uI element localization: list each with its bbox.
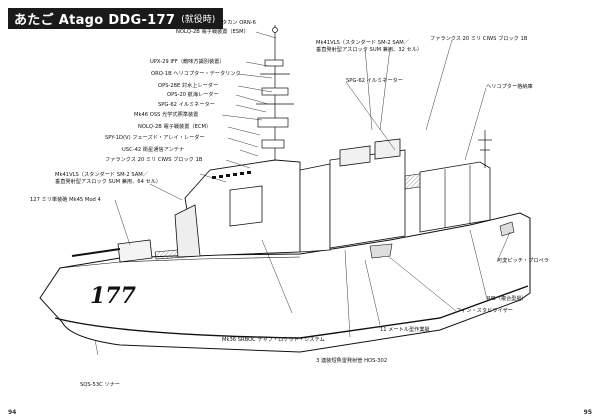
- label-orq1b: ORQ-1B ヘリコプター・データリンク: [151, 71, 241, 77]
- hangar: [419, 161, 491, 233]
- label-launcher-11m: 11 メートル型作業艇: [380, 327, 430, 333]
- propeller: [499, 221, 515, 237]
- boot-stripe: [54, 285, 529, 339]
- label-ciws-fwd: ファランクス 20 ミリ CIWS ブロック 1B: [105, 157, 203, 163]
- label-spg62-fwd: SPG-62 イルミネーター: [158, 102, 215, 108]
- label-mk36: Mk36 SRBOC チャフ・ロケット・システム: [222, 337, 325, 343]
- aft-mast: [478, 130, 492, 168]
- fwd-superstructure: [174, 159, 301, 258]
- page-number-left: 94: [8, 409, 17, 416]
- mid-superstructure: [299, 138, 406, 253]
- label-mk41-fwd-2: 垂直発射型アスロック SUM 兼用、64 セル）: [55, 179, 162, 185]
- label-ops20: OPS-20 航海レーダー: [167, 92, 219, 98]
- fin-stabilizer: [369, 243, 393, 259]
- label-usc42: USC-42 衛星通信アンテナ: [122, 147, 185, 153]
- label-tacan: タカン ORN-6: [222, 20, 256, 26]
- label-upx29: UPX-29 IFF（敵味方識別装置）: [150, 59, 225, 65]
- label-ops28e: OPS-28E 対水上レーダー: [158, 83, 219, 89]
- main-mast: [256, 25, 294, 160]
- label-gun: 127 ミリ単装砲 Mk45 Mod 4: [30, 197, 101, 203]
- label-spy1d: SPY-1D(V) フェーズド・アレイ・レーダー: [105, 135, 205, 141]
- label-nolq2b-esm: NOLQ-2B 電子戦装置（ESM）: [176, 29, 249, 35]
- label-mk41-fwd-1: Mk41VLS（スタンダード SM-2 SAM／: [55, 172, 148, 178]
- leader-lines: [94, 31, 511, 356]
- label-spg62-aft: SPG-62 イルミネーター: [346, 78, 403, 84]
- page-number-right: 95: [583, 409, 592, 416]
- ship-status: (就役時): [181, 15, 216, 25]
- ship-title: あたご Atago DDG-177: [14, 13, 176, 28]
- hull-number: 177: [90, 283, 137, 309]
- page-title: あたご Atago DDG-177 (就役時): [8, 8, 224, 29]
- label-mk41-aft-1: Mk41VLS（スタンダード SM-2 SAM／: [316, 40, 409, 46]
- label-hangar: ヘリコプター格納庫: [486, 84, 533, 90]
- label-torpedo-tubes: 3 連装短魚雷発射管 HOS-302: [316, 358, 388, 364]
- label-ciws-aft: ファランクス 20 ミリ CIWS ブロック 1B: [430, 36, 528, 42]
- hull: [39, 212, 531, 353]
- bow-gun: [71, 239, 153, 263]
- label-rib: RIB（複合型艇）: [487, 296, 527, 302]
- label-stabilizer: フィン・スタビライザー: [456, 308, 513, 314]
- label-mk46-oss: Mk46 OSS 光学式照準装置: [134, 112, 199, 118]
- label-propeller: 可変ピッチ・プロペラ: [497, 258, 549, 264]
- label-mk41-aft-2: 垂直発射型アスロック SUM 兼用、32 セル）: [316, 47, 423, 53]
- label-sonar: SQS-53C ソナー: [80, 382, 120, 388]
- label-nolq2b-ecm: NOLQ-2B 電子戦装置（ECM）: [138, 124, 212, 130]
